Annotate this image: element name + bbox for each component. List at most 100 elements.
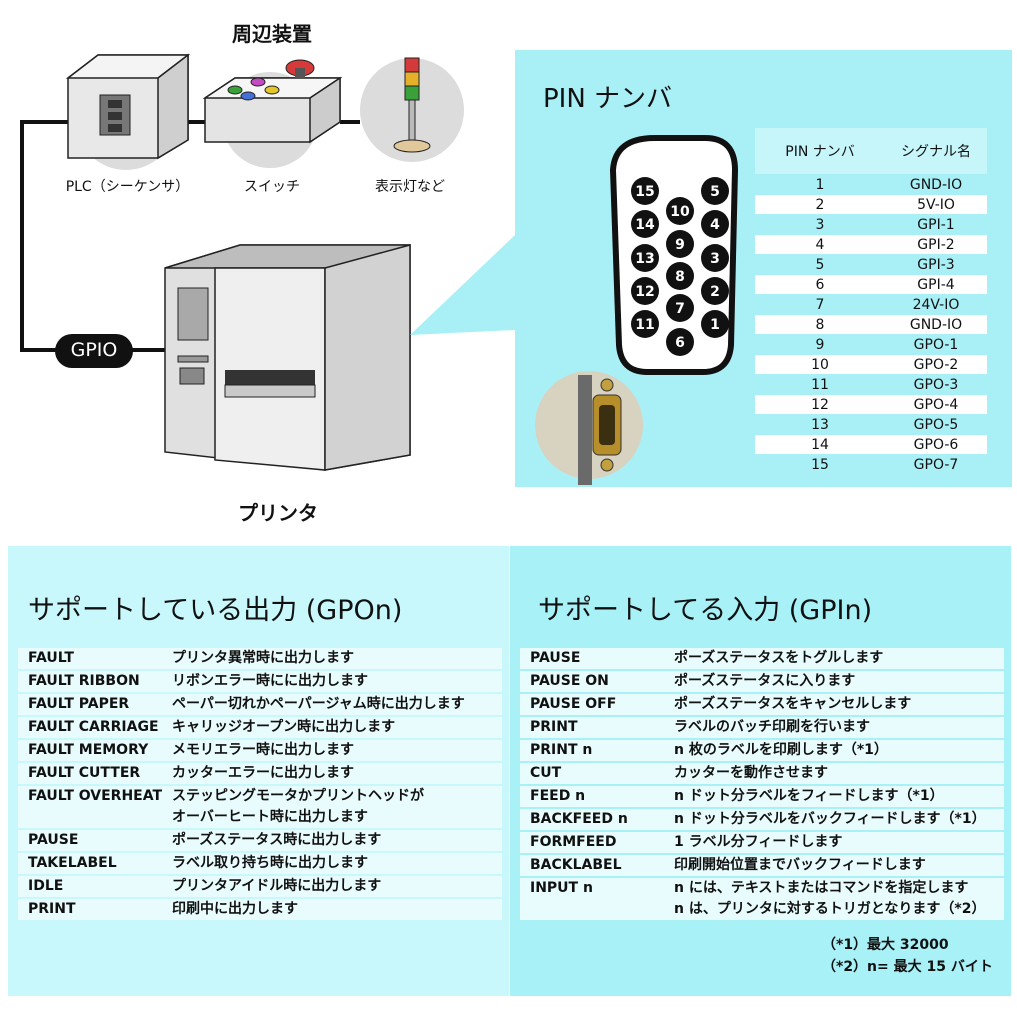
- gpo-description: プリンタアイドル時に出力します: [172, 878, 382, 894]
- pin-number: 4: [815, 236, 825, 253]
- gpio-badge: [55, 334, 133, 368]
- gpi-title: サポートしてる入力 (GPIn): [538, 595, 873, 626]
- gpo-description: プリンタ異常時に出力します: [172, 650, 354, 666]
- connector-pin-label: 15: [635, 184, 654, 200]
- gpo-command: PRINT: [28, 901, 76, 917]
- gpi-description: n には、テキストまたはコマンドを指定します n は、プリンタに対するトリガとな…: [674, 880, 986, 917]
- gpo-description: ペーパー切れかペーパージャム時に出力します: [172, 696, 465, 712]
- switch-label: スイッチ: [244, 179, 300, 195]
- gpi-description: n ドット分ラベルをフィードします（*1）: [674, 788, 944, 804]
- pin-number: 13: [811, 416, 829, 433]
- pin-number: 11: [811, 376, 829, 393]
- gpo-description: キャリッジオープン時に出力します: [172, 719, 396, 735]
- pin-row: 15 GPO-7: [755, 455, 987, 474]
- plc-icon: [65, 53, 191, 170]
- gpi-command: BACKLABEL: [530, 857, 622, 873]
- connector-pin: 14: [631, 210, 659, 238]
- footnote-1: （*1）最大 32000: [822, 937, 949, 953]
- connector-pin: 4: [701, 210, 729, 238]
- pin-signal: GPI-2: [917, 236, 955, 253]
- pin-signal: 24V-IO: [912, 296, 960, 313]
- pin-number: 15: [811, 456, 829, 473]
- pin-signal: GPO-5: [913, 416, 959, 433]
- gpo-description: ポーズステータス時に出力します: [172, 832, 382, 848]
- gpo-command: FAULT MEMORY: [28, 742, 149, 758]
- connector-pin-label: 13: [635, 251, 654, 267]
- gpi-description: カッターを動作させます: [674, 765, 828, 781]
- connector-pin: 2: [701, 277, 729, 305]
- connector-pin: 7: [666, 294, 694, 322]
- gpi-description: ラベルのバッチ印刷を行います: [674, 719, 870, 735]
- light-label: 表示灯など: [375, 179, 445, 195]
- pin-panel-title: PIN ナンバ: [543, 84, 673, 114]
- switch-icon: [202, 59, 343, 168]
- pin-signal: GPI-3: [917, 256, 955, 273]
- pin-signal: GPI-1: [917, 216, 955, 233]
- pin-signal: GPO-3: [913, 376, 959, 393]
- gpo-command: FAULT OVERHEAT: [28, 788, 163, 804]
- pin-signal: GND-IO: [909, 176, 963, 193]
- connector-pin-label: 2: [710, 284, 720, 300]
- connector-pin-label: 12: [635, 284, 654, 300]
- pin-number: 1: [815, 176, 825, 193]
- connector-pin-label: 9: [675, 237, 685, 253]
- gpi-command: FORMFEED: [530, 834, 617, 850]
- gpo-row: FAULT プリンタ異常時に出力します: [18, 648, 502, 669]
- gpi-command: CUT: [530, 765, 562, 781]
- pin-signal: GPO-1: [913, 336, 959, 353]
- pin-header-signal: シグナル名: [901, 144, 971, 160]
- printer-icon: [164, 244, 411, 471]
- pin-signal: GND-IO: [909, 316, 963, 333]
- gpi-command: INPUT n: [530, 880, 593, 896]
- pin-row: 13 GPO-5: [755, 415, 987, 434]
- gpi-command: BACKFEED n: [530, 811, 628, 827]
- gpi-description: ポーズステータスに入ります: [674, 673, 856, 689]
- gpi-command: PAUSE: [530, 650, 581, 666]
- wire-plc: [20, 120, 68, 352]
- pin-signal: GPO-7: [913, 456, 959, 473]
- pin-number: 10: [811, 356, 829, 373]
- callout-pointer: [410, 235, 515, 335]
- gpo-command: TAKELABEL: [28, 855, 117, 871]
- footnote-2: （*2）n= 最大 15 バイト: [822, 959, 993, 975]
- connector-pin-label: 5: [710, 184, 720, 200]
- gpi-command: PAUSE ON: [530, 673, 609, 689]
- gpo-description: ラベル取り持ち時に出力します: [172, 855, 368, 871]
- gpo-title: サポートしている出力 (GPOn): [28, 595, 403, 626]
- pin-row: 11 GPO-3: [755, 375, 987, 394]
- signal-light-icon: [360, 57, 464, 162]
- connector-pin-label: 3: [710, 251, 720, 267]
- pin-number: 3: [815, 216, 825, 233]
- pin-number: 12: [811, 396, 829, 413]
- pin-number: 9: [815, 336, 825, 353]
- connector-pin: 15: [631, 177, 659, 205]
- connector-pin: 1: [701, 310, 729, 338]
- gpo-command: FAULT: [28, 650, 74, 666]
- pin-row: 8 GND-IO: [755, 315, 987, 334]
- pin-signal: GPO-4: [913, 396, 959, 413]
- pin-row: 12 GPO-4: [755, 395, 987, 414]
- connector-pin: 3: [701, 244, 729, 272]
- connector-pin: 12: [631, 277, 659, 305]
- gpio-label: GPIO: [70, 339, 118, 361]
- gpi-row: CUT カッターを動作させます: [520, 763, 1004, 784]
- pin-number: 8: [815, 316, 825, 333]
- connector-pin-label: 7: [675, 301, 685, 317]
